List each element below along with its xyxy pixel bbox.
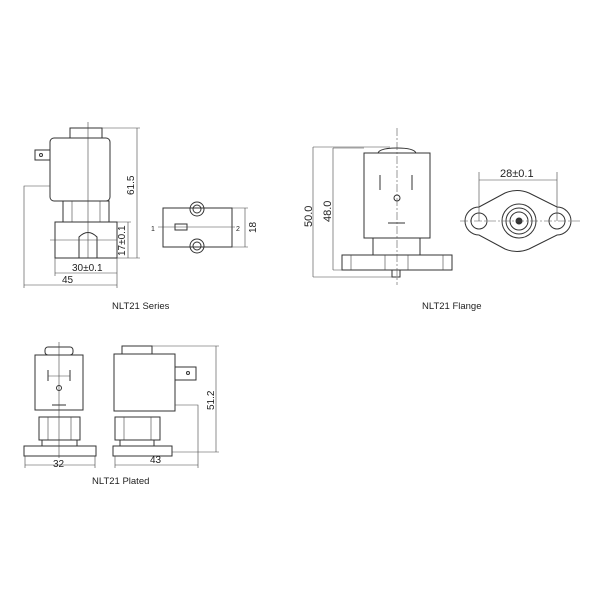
dim-plated-height: 51.2 [206, 390, 217, 410]
plated-caption: NLT21 Plated [92, 476, 149, 487]
series-front-view [23, 122, 140, 288]
series-top-view [158, 201, 248, 254]
dim-plated-side-width: 43 [150, 455, 162, 466]
port-1-label: 1 [151, 226, 155, 233]
dim-series-body-height: 17±0.1 [117, 225, 128, 256]
series-caption: NLT21 Series [112, 301, 170, 312]
dim-series-overall-width: 45 [62, 275, 74, 286]
flange-caption: NLT21 Flange [422, 301, 482, 312]
flange-side-view [312, 128, 453, 285]
port-2-label: 2 [236, 226, 240, 233]
dim-flange-height: 48.0 [322, 201, 334, 222]
dim-series-body-width: 30±0.1 [72, 263, 103, 274]
flange-top-view [460, 172, 580, 252]
dim-plated-front-width: 32 [53, 459, 65, 470]
plated-side-view [112, 345, 219, 468]
dim-series-top-width: 18 [248, 221, 259, 233]
dim-flange-hole-spacing: 28±0.1 [500, 168, 534, 180]
dim-series-height: 61.5 [126, 175, 137, 195]
plated-front-view [23, 342, 97, 468]
dim-flange-overall-height: 50.0 [303, 206, 315, 227]
